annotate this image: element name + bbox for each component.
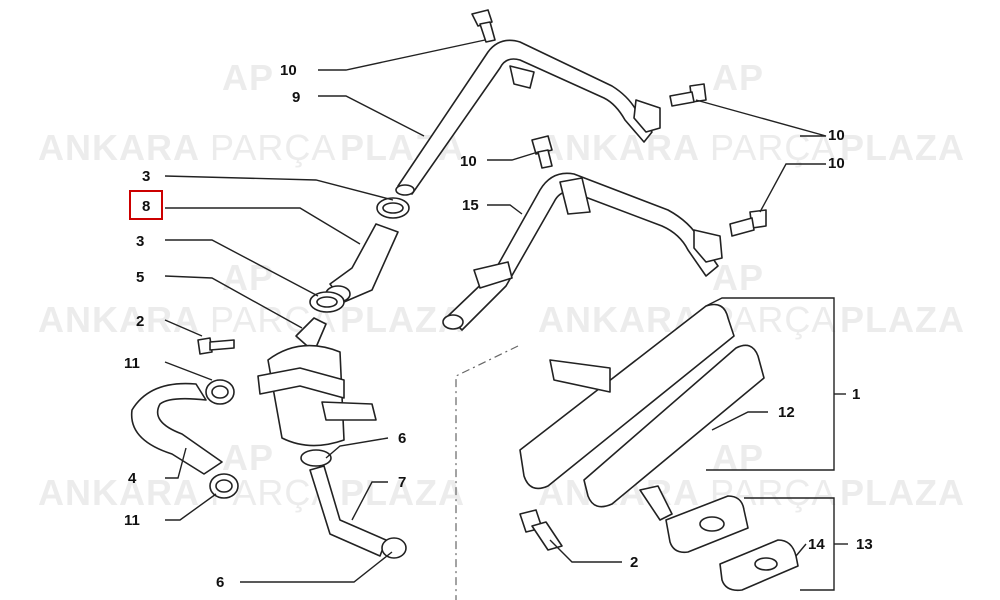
bolt-10-top (471, 9, 496, 43)
bolt-2-left (197, 337, 235, 355)
callout-label: 10 (828, 155, 845, 172)
callout-label: 4 (128, 470, 137, 487)
clamp-11-lower (209, 473, 239, 499)
clamp-11-upper (205, 379, 235, 405)
bolt-10-right-lower (729, 209, 767, 237)
watermark-group: AP AP AP AP AP AP ANKARA PARÇA PLAZA ANK… (38, 57, 965, 513)
watermark-brand-1: ANKARA (538, 127, 700, 168)
watermark-brand-1: ANKARA (38, 472, 200, 513)
callout-label: 10 (280, 62, 297, 79)
clamp-3-upper (376, 197, 410, 219)
watermark-brand-2: PARÇA (710, 127, 836, 168)
callout-label: 7 (398, 474, 406, 491)
watermark-brand-1: ANKARA (38, 127, 200, 168)
callout-label: 2 (630, 554, 638, 571)
watermark-brand-1: ANKARA (38, 299, 200, 340)
callout-label: 10 (828, 127, 845, 144)
clamp-6-upper (300, 449, 332, 467)
part-9-pipe (395, 39, 661, 196)
watermark-logo: AP (222, 57, 274, 98)
callout-label: 11 (124, 512, 140, 529)
watermark-logo: AP (222, 257, 274, 298)
part-13-fitting (639, 485, 749, 554)
watermark-brand-3: PLAZA (840, 472, 965, 513)
watermark-logo: AP (712, 57, 764, 98)
part-15-pipe (442, 172, 723, 331)
bolt-10-mid (531, 135, 553, 169)
bolt-2-bottom (519, 509, 563, 551)
callout-label: 13 (856, 536, 873, 553)
part-5-separator (257, 317, 377, 447)
callout-label: 3 (142, 168, 150, 185)
part-14-gasket (719, 539, 799, 592)
callout-label: 10 (460, 153, 477, 170)
callout-label: 9 (292, 89, 300, 106)
clamp-6-lower (381, 537, 407, 559)
callout-label: 1 (852, 386, 860, 403)
callout-label: 3 (136, 233, 144, 250)
watermark-logo: AP (712, 437, 764, 478)
callout-label: 5 (136, 269, 144, 286)
watermark-logo: AP (712, 257, 764, 298)
callout-labels: 10 9 10 10 10 3 8 15 3 5 2 11 1 12 6 4 7… (124, 62, 873, 591)
watermark-brand-3: PLAZA (840, 127, 965, 168)
leader-lines (164, 39, 848, 591)
hose-8 (325, 223, 399, 303)
part-1-cooler (519, 303, 735, 490)
watermark-logo: AP (222, 437, 274, 478)
watermark-brand-3: PLAZA (340, 472, 465, 513)
callout-label: 14 (808, 536, 825, 553)
callout-label: 11 (124, 355, 140, 372)
callout-label: 8 (142, 198, 150, 215)
hose-4 (130, 382, 223, 475)
callout-label: 15 (462, 197, 479, 214)
watermark-brand-3: PLAZA (840, 299, 965, 340)
part-12-gasket (583, 344, 765, 508)
watermark-brand-2: PARÇA (210, 127, 336, 168)
bolt-10-right-upper (669, 83, 707, 107)
highlight-box (129, 190, 163, 220)
clamp-3-lower (309, 291, 345, 313)
assembly-dash-line (455, 345, 519, 600)
callout-label: 12 (778, 404, 795, 421)
callout-label: 6 (398, 430, 406, 447)
callout-label: 6 (216, 574, 224, 591)
callout-label: 2 (136, 313, 144, 330)
